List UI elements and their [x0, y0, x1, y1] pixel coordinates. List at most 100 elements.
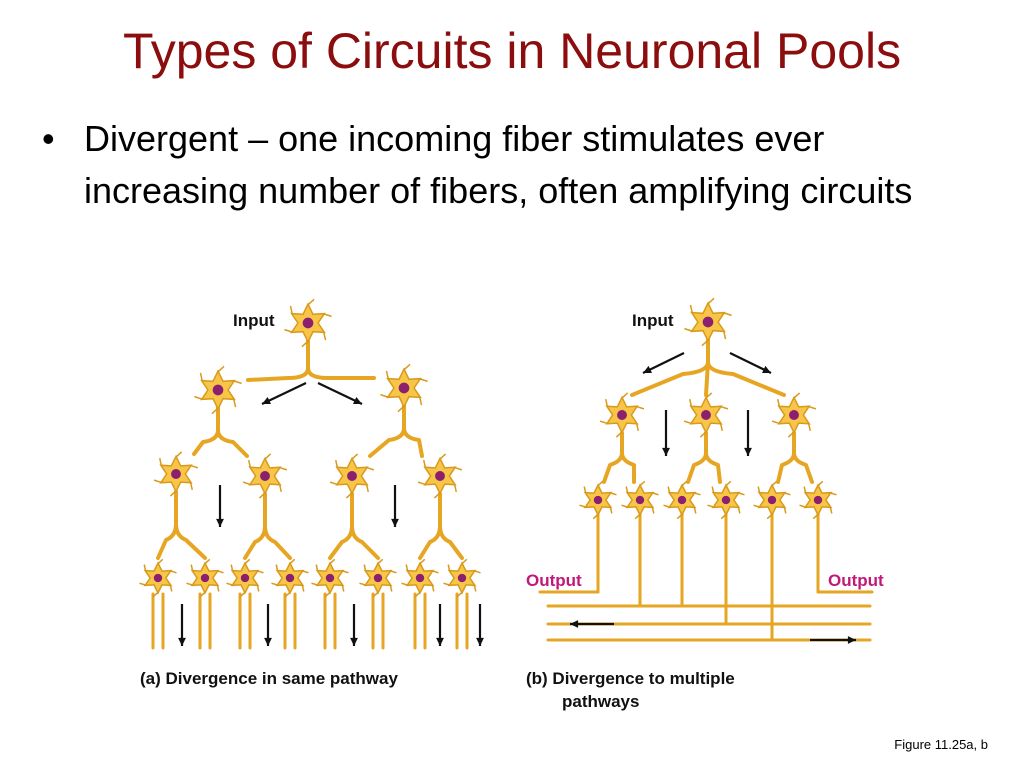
- dendrite: [652, 492, 659, 496]
- axon-branch: [706, 360, 786, 397]
- dendrite: [216, 584, 220, 592]
- neuron-icon: [771, 392, 817, 438]
- neuron-icon: [753, 480, 791, 520]
- neuron-soma: [386, 367, 422, 409]
- axon-branch: [602, 431, 624, 484]
- arrow-icon: [642, 352, 685, 374]
- dendrite: [651, 506, 655, 514]
- dendrite: [190, 464, 199, 469]
- dendrite: [725, 480, 732, 487]
- axon-branch: [350, 524, 380, 560]
- dendrite: [271, 582, 278, 586]
- dendrite: [323, 313, 332, 318]
- dendrite: [329, 481, 338, 486]
- axon-branch: [243, 492, 267, 560]
- arrow-icon: [476, 604, 484, 646]
- neuron-nucleus: [212, 384, 224, 396]
- dendrite: [807, 423, 812, 432]
- dendrite: [474, 570, 481, 574]
- arrow-icon: [261, 382, 307, 405]
- dendrite: [359, 582, 366, 586]
- neuron-nucleus: [635, 495, 645, 505]
- neuron-icon: [271, 558, 309, 598]
- neuron-nucleus: [373, 573, 383, 583]
- dendrite: [454, 466, 463, 471]
- neuron-icon: [284, 298, 332, 348]
- dendrite: [615, 431, 623, 438]
- dendrite: [693, 506, 697, 514]
- dendrite: [757, 486, 761, 494]
- panel-b-caption-line2: pathways: [562, 692, 639, 711]
- neuron-nucleus: [398, 382, 410, 394]
- dendrite: [324, 591, 331, 598]
- dendrite: [242, 481, 251, 486]
- axon-branch: [704, 451, 722, 484]
- neuron-icon: [194, 365, 242, 415]
- arrow-icon: [729, 352, 772, 374]
- dendrite: [663, 504, 670, 508]
- dendrite: [711, 486, 715, 494]
- dendrite: [258, 492, 266, 499]
- neuron-soma: [159, 454, 193, 494]
- neuron-nucleus: [702, 316, 714, 328]
- neuron-nucleus: [677, 495, 687, 505]
- arrows: [178, 352, 856, 646]
- dendrite: [443, 582, 450, 586]
- neuron-soma: [315, 561, 345, 595]
- neuron-soma: [667, 483, 697, 517]
- dendrite: [351, 453, 359, 460]
- dendrite: [301, 340, 309, 348]
- dendrite: [771, 420, 780, 425]
- neuron-nucleus: [813, 495, 823, 505]
- dendrite: [720, 405, 729, 410]
- dendrite: [636, 405, 645, 410]
- dendrite: [199, 591, 206, 598]
- arrow-icon: [436, 604, 444, 646]
- neuron-soma: [230, 561, 260, 595]
- axon-branch: [418, 492, 442, 560]
- slide-title: Types of Circuits in Neuronal Pools: [122, 23, 902, 79]
- neuron-soma: [405, 561, 435, 595]
- dendrite: [419, 378, 428, 383]
- dendrite: [256, 584, 260, 592]
- neuron-icon: [186, 558, 224, 598]
- dendrite: [233, 398, 237, 408]
- dendrite: [311, 582, 318, 586]
- neuron-soma: [363, 561, 393, 595]
- dendrite: [812, 513, 819, 520]
- dendrite: [699, 431, 707, 438]
- dendrite: [366, 466, 375, 471]
- neuron-nucleus: [593, 495, 603, 505]
- axon-branch: [192, 406, 220, 456]
- dendrite: [363, 564, 367, 572]
- neuron-nucleus: [347, 471, 357, 481]
- neuron-soma: [583, 483, 613, 517]
- neuron-soma: [447, 561, 477, 595]
- dendrite: [278, 484, 283, 493]
- axon-branch: [156, 490, 178, 560]
- dendrite: [345, 492, 353, 499]
- dendrite: [609, 506, 613, 514]
- neuron-soma: [290, 302, 326, 344]
- dendrite: [289, 558, 296, 565]
- dendrite: [817, 480, 824, 487]
- neuron-nucleus: [285, 573, 295, 583]
- dendrite: [315, 564, 319, 572]
- dendrite: [597, 480, 604, 487]
- dendrite: [787, 431, 795, 438]
- neuron-icon: [329, 453, 375, 499]
- neuron-nucleus: [617, 410, 627, 420]
- neuron-icon: [153, 451, 199, 497]
- bullet-dot-icon: •: [42, 118, 55, 159]
- neuron-soma: [335, 456, 369, 496]
- axon-branch: [630, 338, 710, 397]
- axon-branch: [216, 428, 249, 458]
- neuron-soma: [423, 456, 457, 496]
- dendrite: [689, 304, 693, 314]
- dendrite: [389, 584, 393, 592]
- dendrite: [341, 584, 345, 592]
- axon-branch: [246, 339, 310, 382]
- dendrite: [307, 298, 315, 306]
- dendrite: [302, 570, 309, 574]
- dendrite: [186, 582, 193, 586]
